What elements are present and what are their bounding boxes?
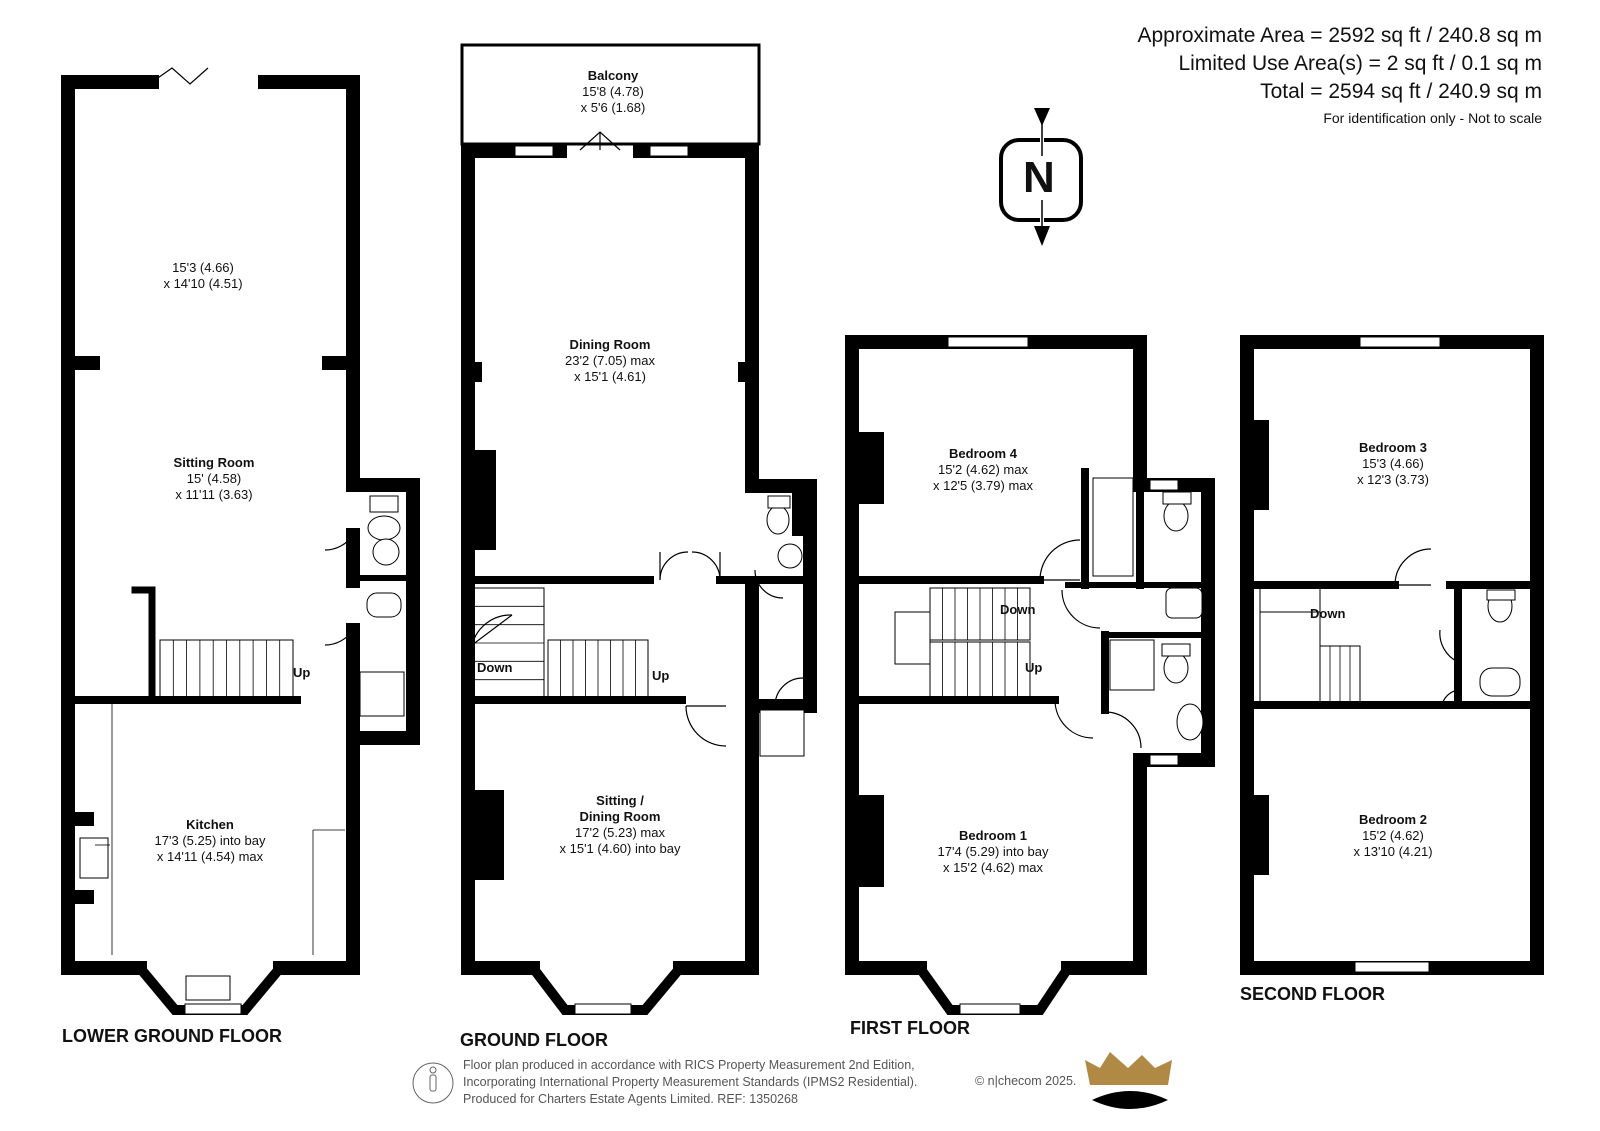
room-dim2: x 14'11 (4.54) max <box>156 849 264 864</box>
stairs-down-label: Down <box>1310 606 1346 621</box>
floor-label-second: SECOND FLOOR <box>1240 984 1386 1004</box>
footer-text: Floor plan produced in accordance with R… <box>463 1057 917 1108</box>
person-icon <box>412 1062 454 1104</box>
footer-line-1: Floor plan produced in accordance with R… <box>463 1058 915 1072</box>
room-g-dining: Dining Room 23'2 (7.05) max x 15'1 (4.61… <box>565 337 655 385</box>
room-name: Bedroom 3 <box>1359 440 1427 455</box>
room-ff-bed4: Bedroom 4 15'2 (4.62) max x 12'5 (3.79) … <box>933 446 1033 494</box>
room-name: Bedroom 1 <box>959 828 1027 843</box>
room-ff-bed1: Bedroom 1 17'4 (5.29) into bay x 15'2 (4… <box>938 828 1049 876</box>
stairs-up-label: Up <box>293 665 311 680</box>
room-lg-top: 15'3 (4.66) x 14'10 (4.51) <box>163 260 242 292</box>
floor-label-first: FIRST FLOOR <box>850 1018 970 1038</box>
stairs-down-label: Down <box>477 660 513 675</box>
lower-ground-walls <box>61 75 420 975</box>
copyright-text: © n|checom 2025. <box>975 1074 1077 1088</box>
room-dim1: 23'2 (7.05) max <box>565 353 655 368</box>
room-name-1: Sitting / <box>596 793 644 808</box>
second-floor-outline <box>1240 335 1544 975</box>
footer-line-2: Incorporating International Property Mea… <box>463 1075 918 1089</box>
scale-note: For identification only - Not to scale <box>1323 110 1542 126</box>
approx-area-text: Approximate Area = 2592 sq ft / 240.8 sq… <box>1137 24 1543 47</box>
room-lg-sitting: Sitting Room 15' (4.58) x 11'11 (3.63) <box>174 455 255 503</box>
room-dim2: x 5'6 (1.68) <box>580 100 646 115</box>
room-dim1: 15' (4.58) <box>186 471 242 486</box>
room-dim2: x 13'10 (4.21) <box>1353 844 1433 859</box>
room-dim2: x 12'3 (3.73) <box>1357 472 1429 487</box>
limited-use-text: Limited Use Area(s) = 2 sq ft / 0.1 sq m <box>1178 52 1542 75</box>
crown-logo <box>1085 1052 1172 1109</box>
floor-label-lower-ground: LOWER GROUND FLOOR <box>62 1026 282 1046</box>
room-dim1: 15'2 (4.62) <box>1362 828 1424 843</box>
room-sf-bed3: Bedroom 3 15'3 (4.66) x 12'3 (3.73) <box>1357 440 1429 488</box>
room-dim2: x 15'2 (4.62) max <box>942 860 1044 875</box>
room-dim2: x 15'1 (4.61) <box>574 369 646 384</box>
balcony-outline <box>460 43 761 146</box>
room-dim1: 17'3 (5.25) into bay <box>154 833 266 848</box>
footer-line-3: Produced for Charters Estate Agents Limi… <box>463 1092 798 1106</box>
room-dim1: 15'3 (4.66) <box>172 260 234 275</box>
room-name-2: Dining Room <box>579 809 661 824</box>
room-g-balcony: Balcony 15'8 (4.78) x 5'6 (1.68) <box>581 68 646 116</box>
stairs-down-label: Down <box>1000 602 1036 617</box>
room-lg-kitchen: Kitchen 17'3 (5.25) into bay x 14'11 (4.… <box>155 817 266 865</box>
room-name: Bedroom 4 <box>949 446 1017 461</box>
room-dim2: x 11'11 (3.63) <box>175 487 253 502</box>
room-dim1: 15'3 (4.66) <box>1362 456 1424 471</box>
room-name: Kitchen <box>186 817 234 832</box>
room-name: Balcony <box>587 68 639 83</box>
stairs-up-label: Up <box>652 668 670 683</box>
room-dim1: 15'2 (4.62) max <box>938 462 1028 477</box>
room-g-sitting-dining: Sitting / Dining Room 17'2 (5.23) max x … <box>560 793 681 857</box>
room-dim1: 17'4 (5.29) into bay <box>937 844 1049 859</box>
room-dim2: x 14'10 (4.51) <box>163 276 243 291</box>
room-dim1: 15'8 (4.78) <box>582 84 644 99</box>
room-name: Dining Room <box>569 337 651 352</box>
compass-letter: N <box>1023 153 1055 202</box>
total-area-text: Total = 2594 sq ft / 240.9 sq m <box>1260 80 1542 103</box>
room-dim2: x 12'5 (3.79) max <box>932 478 1034 493</box>
floor-label-ground: GROUND FLOOR <box>460 1030 608 1050</box>
room-dim2: x 15'1 (4.60) into bay <box>559 841 681 856</box>
room-sf-bed2: Bedroom 2 15'2 (4.62) x 13'10 (4.21) <box>1353 812 1432 860</box>
sf-stairs <box>1259 611 1321 703</box>
room-name: Sitting Room <box>173 455 255 470</box>
room-name: Bedroom 2 <box>1359 812 1427 827</box>
room-dim1: 17'2 (5.23) max <box>575 825 665 840</box>
stairs-up-label: Up <box>1025 660 1043 675</box>
